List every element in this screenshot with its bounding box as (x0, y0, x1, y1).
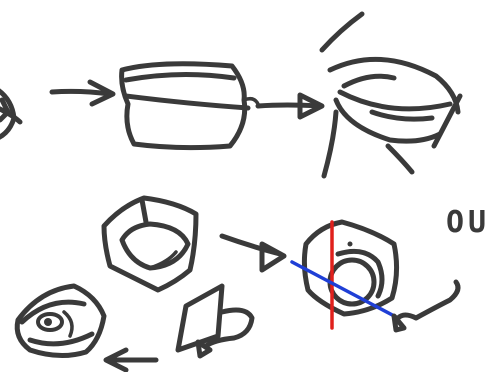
blue-axis-line (290, 260, 400, 320)
eye-sketch-partial-left (0, 88, 23, 140)
handwritten-ou: OU (446, 205, 490, 240)
flat-panel (175, 283, 255, 359)
eye-with-lids (319, 11, 463, 179)
highlight-dot (347, 241, 353, 247)
arrow-4 (103, 347, 159, 372)
hexagon-socket (101, 195, 199, 293)
arrow-2 (255, 92, 325, 120)
box-eye-form (119, 61, 260, 151)
eyeball-outline (327, 257, 377, 307)
pupil (44, 318, 52, 326)
arrow-3 (219, 233, 287, 273)
handwritten-text: OU (446, 205, 490, 240)
detailed-eye-bottom-left (14, 283, 107, 358)
socket-with-axes (290, 219, 461, 333)
arrow-1 (49, 79, 116, 107)
iris-outline (36, 312, 64, 332)
